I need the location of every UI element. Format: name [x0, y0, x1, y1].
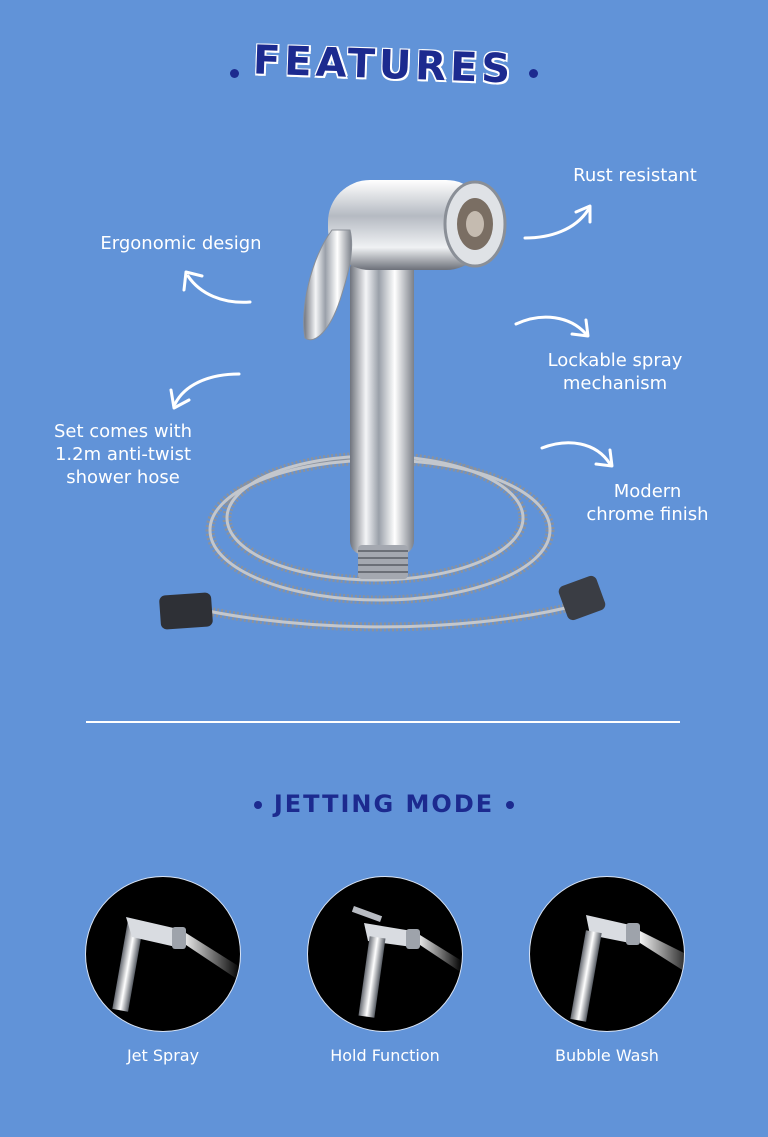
dot-icon	[506, 801, 515, 809]
dot-icon	[230, 69, 240, 78]
mode-jet-spray: Jet Spray	[85, 876, 241, 1065]
section-divider	[86, 721, 680, 723]
curved-arrow-icon	[523, 204, 592, 240]
features-title: FEATURES	[252, 37, 516, 93]
mode-label: Hold Function	[330, 1046, 440, 1065]
feature-ergonomic-design: Ergonomic design	[100, 233, 262, 254]
features-heading: FEATURES	[0, 37, 768, 93]
mode-hold-function: Hold Function	[307, 876, 463, 1065]
dot-icon	[253, 801, 262, 809]
health-faucet-image	[159, 180, 606, 632]
jetting-mode-title: JETTING MODE	[273, 790, 495, 818]
feature-chrome-finish: Modern chrome finish	[586, 481, 709, 525]
mode-image	[85, 876, 241, 1032]
jetting-mode-heading: JETTING MODE	[0, 790, 768, 818]
mode-bubble-wash: Bubble Wash	[529, 876, 685, 1065]
mode-image	[529, 876, 685, 1032]
mode-label: Jet Spray	[126, 1046, 200, 1065]
curved-arrow-icon	[514, 315, 590, 338]
curved-arrow-icon	[169, 372, 241, 410]
curved-arrow-icon	[182, 270, 252, 304]
curved-arrow-icon	[540, 441, 614, 468]
feature-lockable-spray: Lockable spray mechanism	[547, 350, 683, 394]
mode-image	[307, 876, 463, 1032]
mode-label: Bubble Wash	[555, 1046, 659, 1065]
feature-hose: Set comes with 1.2m anti-twist shower ho…	[53, 421, 193, 488]
feature-rust-resistant: Rust resistant	[573, 165, 697, 186]
dot-icon	[528, 69, 538, 78]
